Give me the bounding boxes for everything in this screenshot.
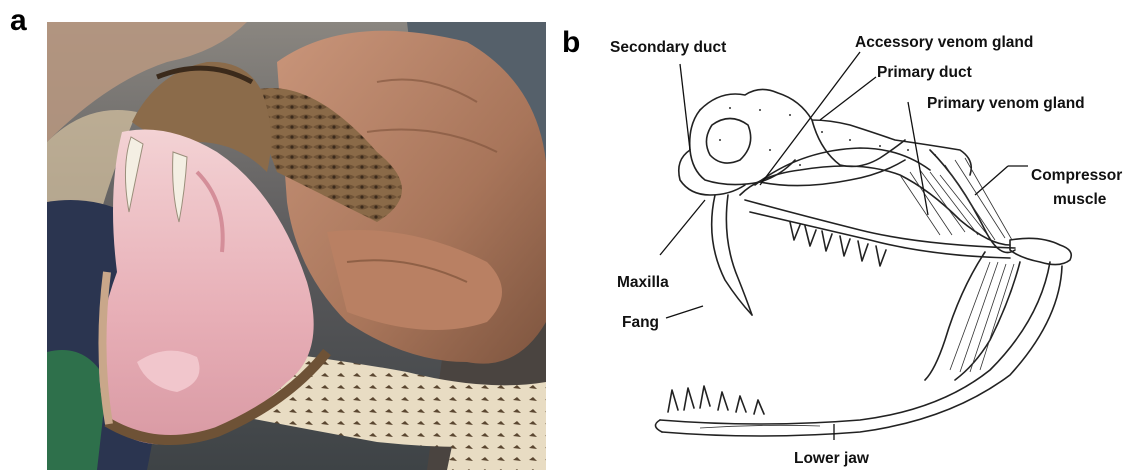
label-accessory-venom-gland: Accessory venom gland <box>855 34 1033 51</box>
label-primary-duct: Primary duct <box>877 64 972 81</box>
label-primary-venom-gland: Primary venom gland <box>927 95 1085 112</box>
fang-drawing <box>712 195 752 315</box>
lower-jaw-drawing <box>655 262 1062 436</box>
panel-label-b: b <box>562 28 580 58</box>
jaw-muscle-drawing <box>925 252 1020 380</box>
jaw-joint-drawing <box>1010 238 1071 264</box>
snake-photo <box>47 22 546 470</box>
label-compressor-muscle-line1: Compressor <box>1031 167 1122 184</box>
label-maxilla: Maxilla <box>617 274 669 291</box>
venom-gland-drawing <box>740 148 1015 253</box>
label-secondary-duct: Secondary duct <box>610 39 726 56</box>
label-compressor-muscle-line2: muscle <box>1053 191 1107 208</box>
label-lower-jaw: Lower jaw <box>794 450 870 467</box>
venom-apparatus-diagram: Secondary duct Accessory venom gland Pri… <box>590 0 1139 472</box>
label-fang: Fang <box>622 314 659 331</box>
panel-label-a: a <box>10 6 27 36</box>
